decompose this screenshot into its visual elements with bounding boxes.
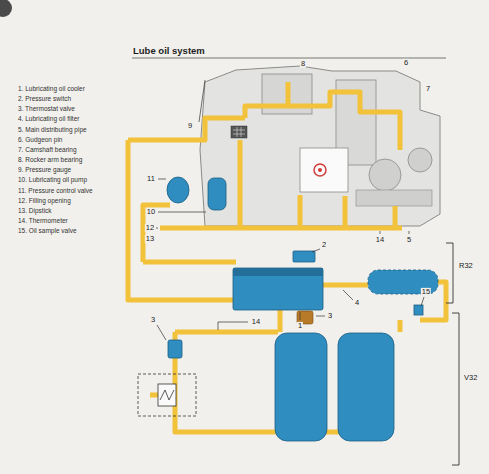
key-item: 9. Pressure gauge <box>18 166 71 173</box>
callout-number: 11 <box>146 175 156 183</box>
oil-pipes <box>128 82 446 440</box>
callout-number: 5 <box>406 236 412 244</box>
key-item: 10. Lubricating oil pump <box>18 176 87 183</box>
key-item: 8. Rocker arm bearing <box>18 156 82 163</box>
callout-number: 8 <box>300 60 306 68</box>
callout-number: 13 <box>145 235 155 243</box>
leader-lines <box>156 80 424 340</box>
callout-number: 1 <box>297 322 303 330</box>
key-item: 4. Lubricating oil filter <box>18 115 79 122</box>
key-item: 7. Camshaft bearing <box>18 146 77 153</box>
key-item: 13. Dipstick <box>18 207 52 214</box>
cooler-symbol <box>138 374 196 416</box>
key-item: 14. Thermometer <box>18 217 68 224</box>
callout-number: 14 <box>375 236 385 244</box>
key-item: 15. Oil sample valve <box>18 227 77 234</box>
key-item: 2. Pressure switch <box>18 95 71 102</box>
key-item: 5. Main distributing pipe <box>18 126 87 133</box>
callout-number: 12 <box>145 224 155 232</box>
callout-number: 15 <box>421 288 431 296</box>
callout-number: 14 <box>251 318 261 326</box>
tank-top <box>233 268 323 276</box>
key-item: 1. Lubricating oil cooler <box>18 85 85 92</box>
blue-components <box>167 177 438 441</box>
section-label: V32 <box>463 374 478 382</box>
binder-hole <box>0 0 12 17</box>
section-label: R32 <box>458 262 474 270</box>
callout-number: 7 <box>425 85 431 93</box>
engine-sketch <box>200 66 440 226</box>
section-bracket <box>446 243 459 465</box>
key-item: 3. Thermostat valve <box>18 105 75 112</box>
callout-number: 3 <box>150 316 156 324</box>
key-item: 11. Pressure control valve <box>18 187 93 194</box>
callout-number: 6 <box>403 59 409 67</box>
callout-number: 3 <box>327 312 333 320</box>
diagram-title: Lube oil system <box>133 46 205 56</box>
key-item: 6. Gudgeon pin <box>18 136 62 143</box>
callout-number: 4 <box>354 299 360 307</box>
callout-number: 10 <box>146 208 156 216</box>
key-item: 12. Filling opening <box>18 197 71 204</box>
callout-number: 2 <box>321 241 327 249</box>
title-rule <box>132 58 446 59</box>
callout-number: 9 <box>187 122 193 130</box>
